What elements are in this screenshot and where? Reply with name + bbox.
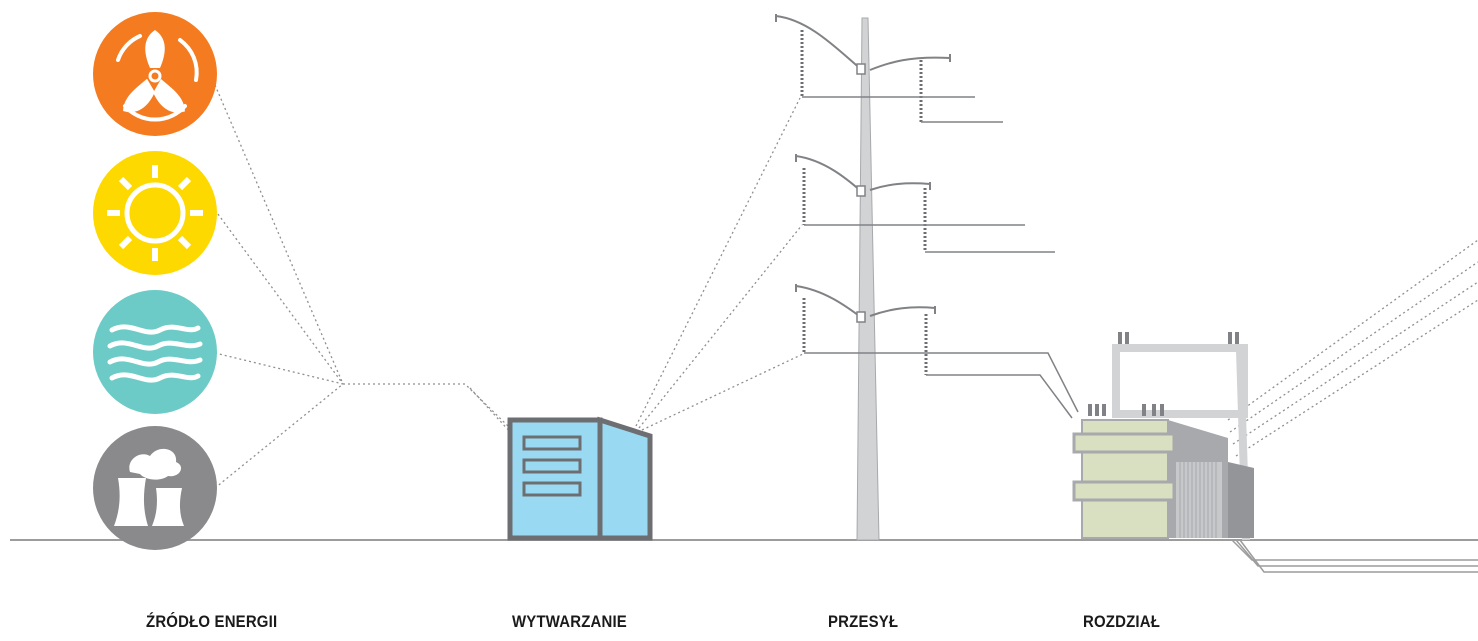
stage-label-distribution: ROZDZIAŁ — [1083, 612, 1161, 631]
stage-label-transmission: PRZESYŁ — [828, 612, 899, 631]
stage-label-source: ŹRÓDŁO ENERGII — [146, 612, 278, 631]
generation-connectors — [635, 97, 804, 431]
power-plant-building — [507, 416, 653, 541]
stage-label-generation: WYTWARZANIE — [512, 612, 627, 631]
transformer-station — [1072, 332, 1478, 573]
water-energy-icon — [93, 290, 217, 414]
transmission-tower — [775, 14, 1079, 541]
source-connectors — [214, 84, 513, 489]
wind-energy-icon — [93, 12, 217, 136]
nuclear-energy-icon — [93, 426, 217, 550]
solar-energy-icon — [93, 151, 217, 275]
distribution-connectors — [1227, 239, 1478, 457]
